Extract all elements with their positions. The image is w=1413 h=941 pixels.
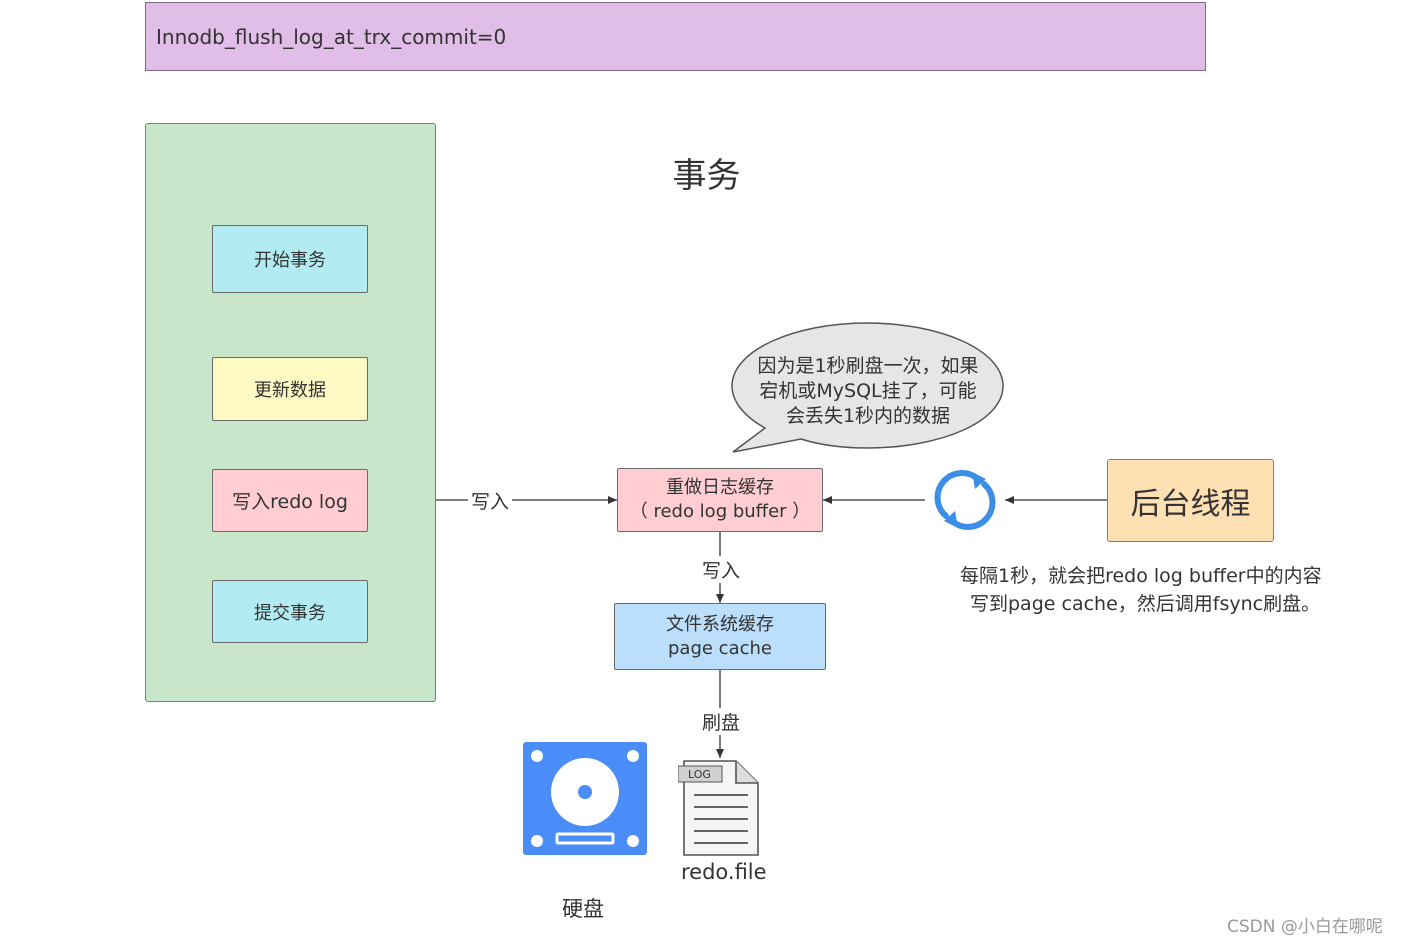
label-write-in-2: 写入 [700,556,743,583]
page-cache-line1: 文件系统缓存 [666,613,774,635]
page-cache-line2: page cache [668,637,772,659]
page-cache-box: 文件系统缓存 page cache [614,603,826,670]
speech-bubble [731,322,1004,453]
header-title: Innodb_flush_log_at_trx_commit=0 [145,2,1206,71]
log-file-tag: LOG [688,768,711,781]
hard-disk-icon [523,742,647,855]
redo-log-buffer-box: 重做日志缓存 （ redo log buffer ） [617,468,823,532]
step-commit-transaction: 提交事务 [212,580,368,643]
bubble-line2: 宕机或MySQL挂了，可能 [759,380,977,402]
watermark: CSDN @小白在哪呢 [1227,917,1383,937]
redo-buffer-line2: （ redo log buffer ） [629,501,811,522]
note-line1: 每隔1秒，就会把redo log buffer中的内容 [960,565,1322,587]
bubble-line1: 因为是1秒刷盘一次，如果 [757,355,979,377]
log-file-icon [678,760,759,856]
step-begin-transaction: 开始事务 [212,225,368,293]
step-write-redo-log: 写入redo log [212,469,368,532]
note-line2: 写到page cache，然后调用fsync刷盘。 [970,593,1321,615]
bubble-line3: 会丢失1秒内的数据 [785,405,951,427]
label-write-in-1: 写入 [468,487,513,514]
transaction-title: 事务 [672,156,741,196]
label-redo-file: redo.file [681,860,767,884]
step-update-data: 更新数据 [212,357,368,421]
background-thread-box: 后台线程 [1107,459,1274,542]
refresh-icon [934,470,996,530]
note-text: 每隔1秒，就会把redo log buffer中的内容 写到page cache… [960,562,1322,618]
redo-buffer-line1: 重做日志缓存 [666,477,774,498]
label-disk: 硬盘 [562,897,604,921]
bubble-text: 因为是1秒刷盘一次，如果 宕机或MySQL挂了，可能 会丢失1秒内的数据 [748,354,988,429]
label-flush: 刷盘 [700,708,743,735]
